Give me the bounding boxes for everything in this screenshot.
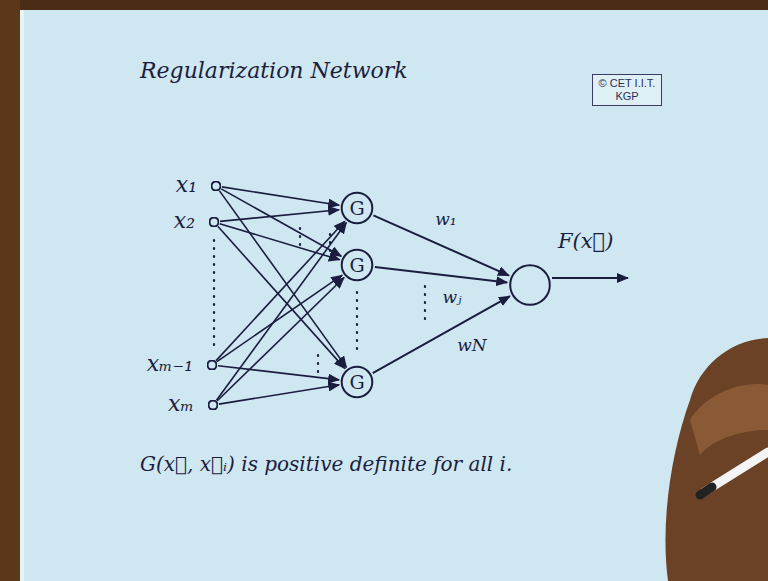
green-function-unit: G — [340, 365, 374, 399]
weight-label: wⱼ — [440, 287, 463, 307]
circle-outline — [207, 360, 217, 370]
output-label: F(x⃗) — [558, 229, 613, 253]
note-text: G(x⃗, x⃗ᵢ) is positive definite for all … — [140, 452, 512, 476]
weighted-connection — [221, 189, 341, 256]
frame-left — [0, 0, 20, 581]
circle-outline — [211, 181, 221, 191]
unit-symbol: G — [349, 371, 364, 393]
circle-outline — [508, 263, 552, 307]
input-label: xₘ — [168, 391, 194, 416]
output-arrow — [552, 277, 628, 279]
copyright-text: © CET I.I.T. KGP — [597, 77, 657, 103]
input-node: xₘ₋₁ — [207, 360, 217, 370]
weighted-connection — [220, 210, 339, 222]
input-node: x₁ — [211, 181, 221, 191]
weight-label: wN — [455, 335, 488, 355]
weighted-connection — [373, 296, 510, 373]
weighted-connection — [217, 278, 344, 401]
weighted-connection — [219, 385, 339, 404]
weighted-connection — [375, 267, 507, 282]
circle-outline — [208, 400, 218, 410]
weighted-connection — [222, 187, 339, 205]
weight-label: w₁ — [433, 209, 458, 229]
unit-symbol: G — [349, 197, 364, 219]
frame-edge — [20, 10, 24, 581]
weighted-connection — [220, 191, 347, 368]
frame-top — [0, 0, 768, 10]
output-unit: F(x⃗) — [508, 263, 552, 307]
green-function-unit: G — [340, 248, 374, 282]
unit-symbol: G — [349, 254, 364, 276]
input-label: x₁ — [176, 172, 197, 197]
circle-outline — [209, 217, 219, 227]
input-node: xₘ — [208, 400, 218, 410]
green-function-unit: G — [340, 191, 374, 225]
weighted-connection — [217, 275, 342, 361]
input-node: x₂ — [209, 217, 219, 227]
input-label: xₘ₋₁ — [147, 351, 193, 376]
hand-with-pen — [665, 338, 768, 581]
weighted-connection — [217, 223, 347, 401]
copyright-box: © CET I.I.T. KGP — [592, 74, 662, 106]
diagram-title: Regularization Network — [140, 58, 408, 83]
weighted-connection — [220, 224, 340, 260]
input-label: x₂ — [174, 208, 195, 233]
